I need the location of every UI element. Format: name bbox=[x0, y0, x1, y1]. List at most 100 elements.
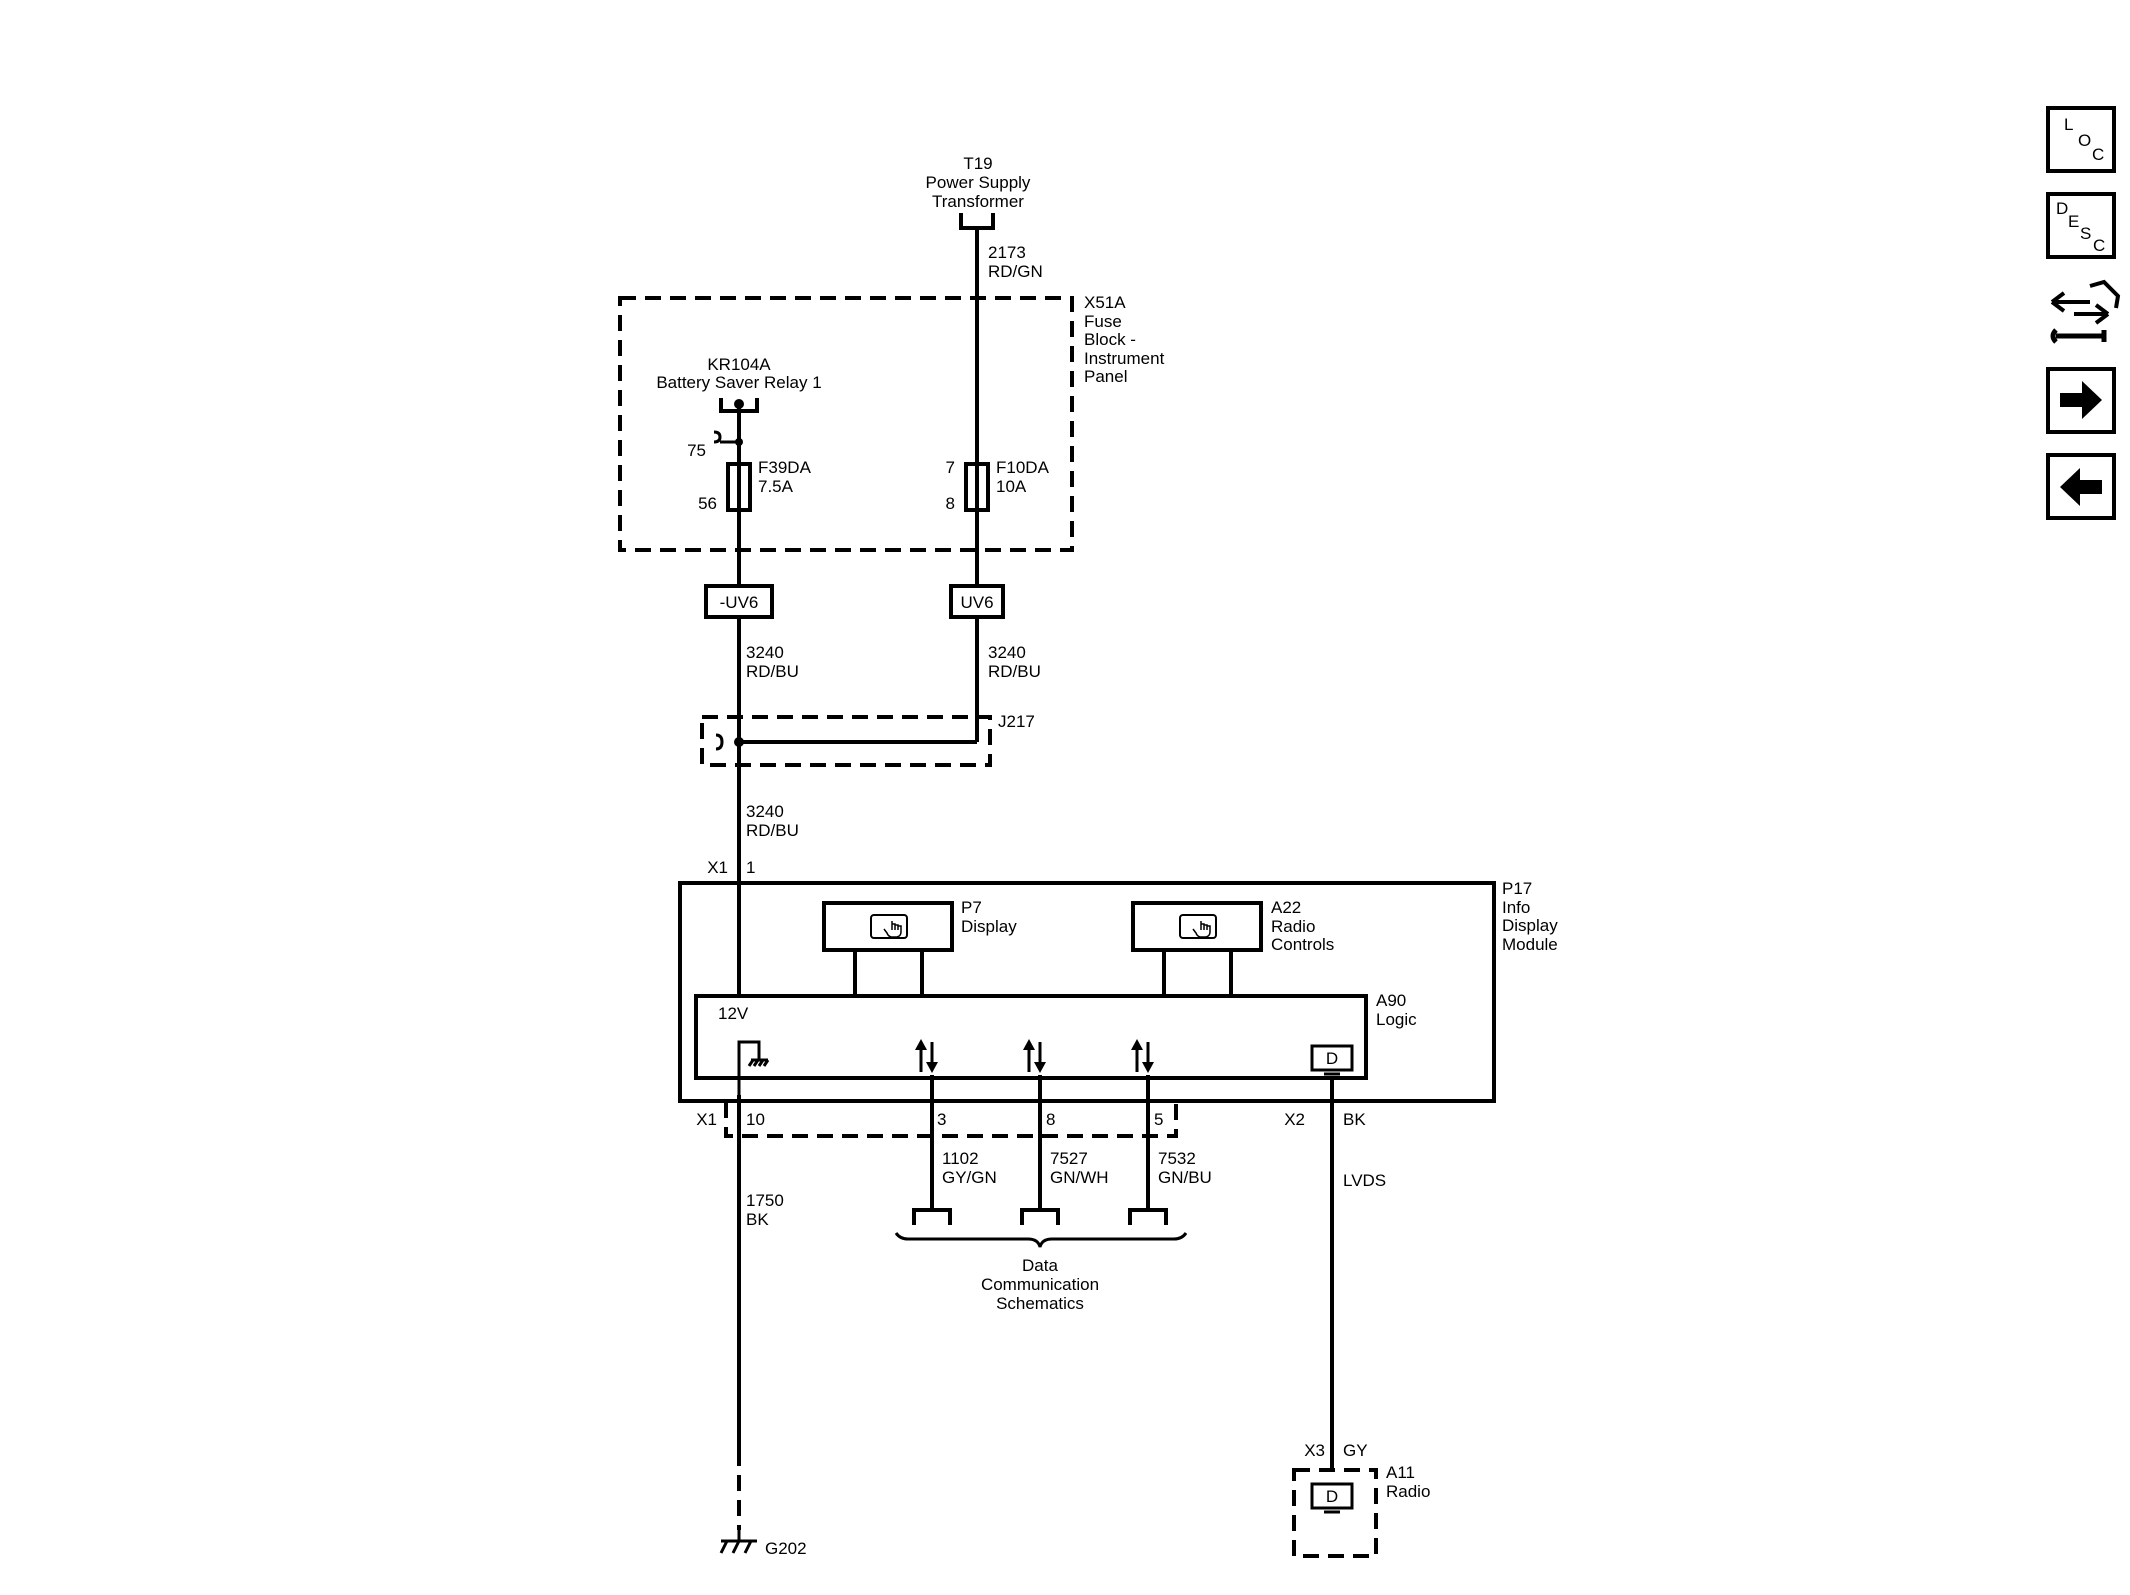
p17-label-3: Display bbox=[1502, 916, 1558, 935]
kr104a-relay: KR104A Battery Saver Relay 1 bbox=[656, 355, 822, 446]
arrow-right-icon[interactable] bbox=[2060, 381, 2102, 419]
pin-75-connector-mark bbox=[713, 430, 722, 444]
wire-lvds-label: LVDS bbox=[1343, 1171, 1386, 1190]
a22-label-1: A22 bbox=[1271, 898, 1301, 917]
a22-label-2: Radio bbox=[1271, 917, 1315, 936]
wire-1102-color: GY/GN bbox=[942, 1168, 997, 1187]
next-page-button[interactable] bbox=[2046, 367, 2116, 434]
t19-connector-symbol bbox=[959, 213, 995, 230]
loc-letter-o: O bbox=[2078, 131, 2091, 150]
kr104a-label-1: KR104A bbox=[707, 355, 771, 374]
wire-3240-left-color: RD/BU bbox=[746, 662, 799, 681]
option-uv6-neg-box bbox=[704, 584, 774, 619]
x1-top-pin-label: 1 bbox=[746, 858, 755, 877]
f39da-pin-75: 75 bbox=[687, 441, 706, 460]
p17-label-1: P17 bbox=[1502, 879, 1532, 898]
display-output-icon: D bbox=[1310, 1044, 1354, 1076]
x1-top-conn-label: X1 bbox=[707, 858, 728, 877]
pin-8-label: 8 bbox=[1046, 1110, 1055, 1129]
option-uv6-label: UV6 bbox=[960, 593, 993, 612]
x2-conn-label: X2 bbox=[1284, 1110, 1305, 1129]
p7-label-1: P7 bbox=[961, 898, 982, 917]
p7-touch-hand-icon bbox=[883, 921, 902, 938]
a90-label-1: A90 bbox=[1376, 991, 1406, 1010]
desc-button-frame[interactable] bbox=[2046, 192, 2116, 259]
loc-button[interactable]: L O C bbox=[2046, 106, 2116, 173]
data-comm-label-3: Schematics bbox=[996, 1294, 1084, 1313]
x2-pin-label: BK bbox=[1343, 1110, 1366, 1129]
x3-pin-label: GY bbox=[1343, 1441, 1368, 1460]
arrow-left-icon[interactable] bbox=[2060, 468, 2102, 506]
option-uv6-box bbox=[949, 584, 1005, 619]
p17-label-2: Info bbox=[1502, 898, 1530, 917]
p7-touchscreen-icon bbox=[870, 914, 908, 939]
a11-display-glyph: D bbox=[1326, 1487, 1338, 1506]
data-comm-connector-7532 bbox=[1128, 1208, 1168, 1225]
prev-page-button[interactable] bbox=[2046, 453, 2116, 520]
chassis-ground-icon bbox=[719, 1530, 753, 1554]
x1-bottom-conn-label: X1 bbox=[696, 1110, 717, 1129]
x51a-fuse-block-outline bbox=[618, 296, 1074, 552]
f10da-rating: 10A bbox=[996, 477, 1027, 496]
a11-display-input-icon bbox=[1310, 1482, 1354, 1510]
connector-wrench-button[interactable] bbox=[2050, 279, 2121, 344]
a22-touch-hand-icon bbox=[1192, 921, 1211, 938]
data-comm-connector-1102 bbox=[912, 1208, 952, 1225]
option-uv6: UV6 bbox=[949, 584, 1005, 619]
wire-7527-color: GN/WH bbox=[1050, 1168, 1109, 1187]
serial-data-arrows-7527-icon bbox=[1023, 1039, 1046, 1073]
kr104a-label-2: Battery Saver Relay 1 bbox=[656, 373, 821, 392]
t19-label-2: Power Supply bbox=[926, 173, 1031, 192]
x51a-label-1: X51A bbox=[1084, 293, 1126, 312]
wire-3240-left-num: 3240 bbox=[746, 643, 784, 662]
loc-letter-l: L bbox=[2064, 115, 2073, 134]
pin-5-label: 5 bbox=[1154, 1110, 1163, 1129]
loc-button-frame[interactable] bbox=[2046, 106, 2116, 173]
f10da-pin-8: 8 bbox=[946, 494, 955, 513]
a90-logic: A90 Logic 12V D bbox=[694, 991, 1417, 1095]
a11-label-1: A11 bbox=[1386, 1463, 1415, 1482]
wire-1750-color: BK bbox=[746, 1210, 769, 1229]
loc-letter-c: C bbox=[2092, 145, 2104, 164]
a90-logic-box bbox=[694, 994, 1368, 1080]
a22-label-3: Controls bbox=[1271, 935, 1334, 954]
p17-label-4: Module bbox=[1502, 935, 1558, 954]
j217-connector-mark bbox=[715, 733, 724, 751]
x51a-label-4: Instrument bbox=[1084, 349, 1165, 368]
f39da-rating: 7.5A bbox=[758, 477, 794, 496]
wire-7527-num: 7527 bbox=[1050, 1149, 1088, 1168]
j217-label: J217 bbox=[998, 712, 1035, 731]
a22-radio-controls: A22 Radio Controls bbox=[1131, 898, 1334, 996]
desc-letter-e: E bbox=[2068, 212, 2079, 231]
wire-7532-num: 7532 bbox=[1158, 1149, 1196, 1168]
p7-label-2: Display bbox=[961, 917, 1017, 936]
desc-button[interactable]: D E S C bbox=[2046, 192, 2116, 259]
x51a-label-2: Fuse bbox=[1084, 312, 1122, 331]
connector-wrench-icon[interactable] bbox=[2050, 279, 2121, 344]
f10da-name: F10DA bbox=[996, 458, 1050, 477]
p7-display: P7 Display bbox=[822, 898, 1017, 996]
desc-letter-d: D bbox=[2056, 199, 2068, 218]
p17-label: P17 Info Display Module bbox=[1502, 879, 1558, 954]
serial-data-arrows-7532-icon bbox=[1131, 1039, 1154, 1073]
t19-transformer: T19 Power Supply Transformer bbox=[926, 154, 1031, 230]
wire-2173-num: 2173 bbox=[988, 243, 1026, 262]
serial-data-arrows-1102-icon bbox=[915, 1039, 938, 1073]
a11-radio-outline bbox=[1292, 1468, 1378, 1558]
f39da-fuse: F39DA 7.5A 75 56 bbox=[687, 441, 811, 513]
a22-touchscreen-icon bbox=[1179, 914, 1217, 939]
x3-conn-label: X3 bbox=[1304, 1441, 1325, 1460]
internal-ground-icon bbox=[747, 1059, 770, 1067]
data-comm-brace bbox=[894, 1232, 1188, 1248]
pin-3-label: 3 bbox=[937, 1110, 946, 1129]
x1-bottom-connector-outline bbox=[724, 1102, 1178, 1138]
a11-label-2: Radio bbox=[1386, 1482, 1430, 1501]
f39da-pin-56: 56 bbox=[698, 494, 717, 513]
a11-radio: D A11 Radio bbox=[1292, 1463, 1430, 1558]
j217-splice-dot bbox=[734, 737, 744, 747]
f39da-name: F39DA bbox=[758, 458, 812, 477]
a90-ground-lead bbox=[737, 1040, 761, 1095]
f10da-pin-7: 7 bbox=[946, 458, 955, 477]
wire-3240-right-color: RD/BU bbox=[988, 662, 1041, 681]
p7-display-box bbox=[822, 901, 954, 952]
